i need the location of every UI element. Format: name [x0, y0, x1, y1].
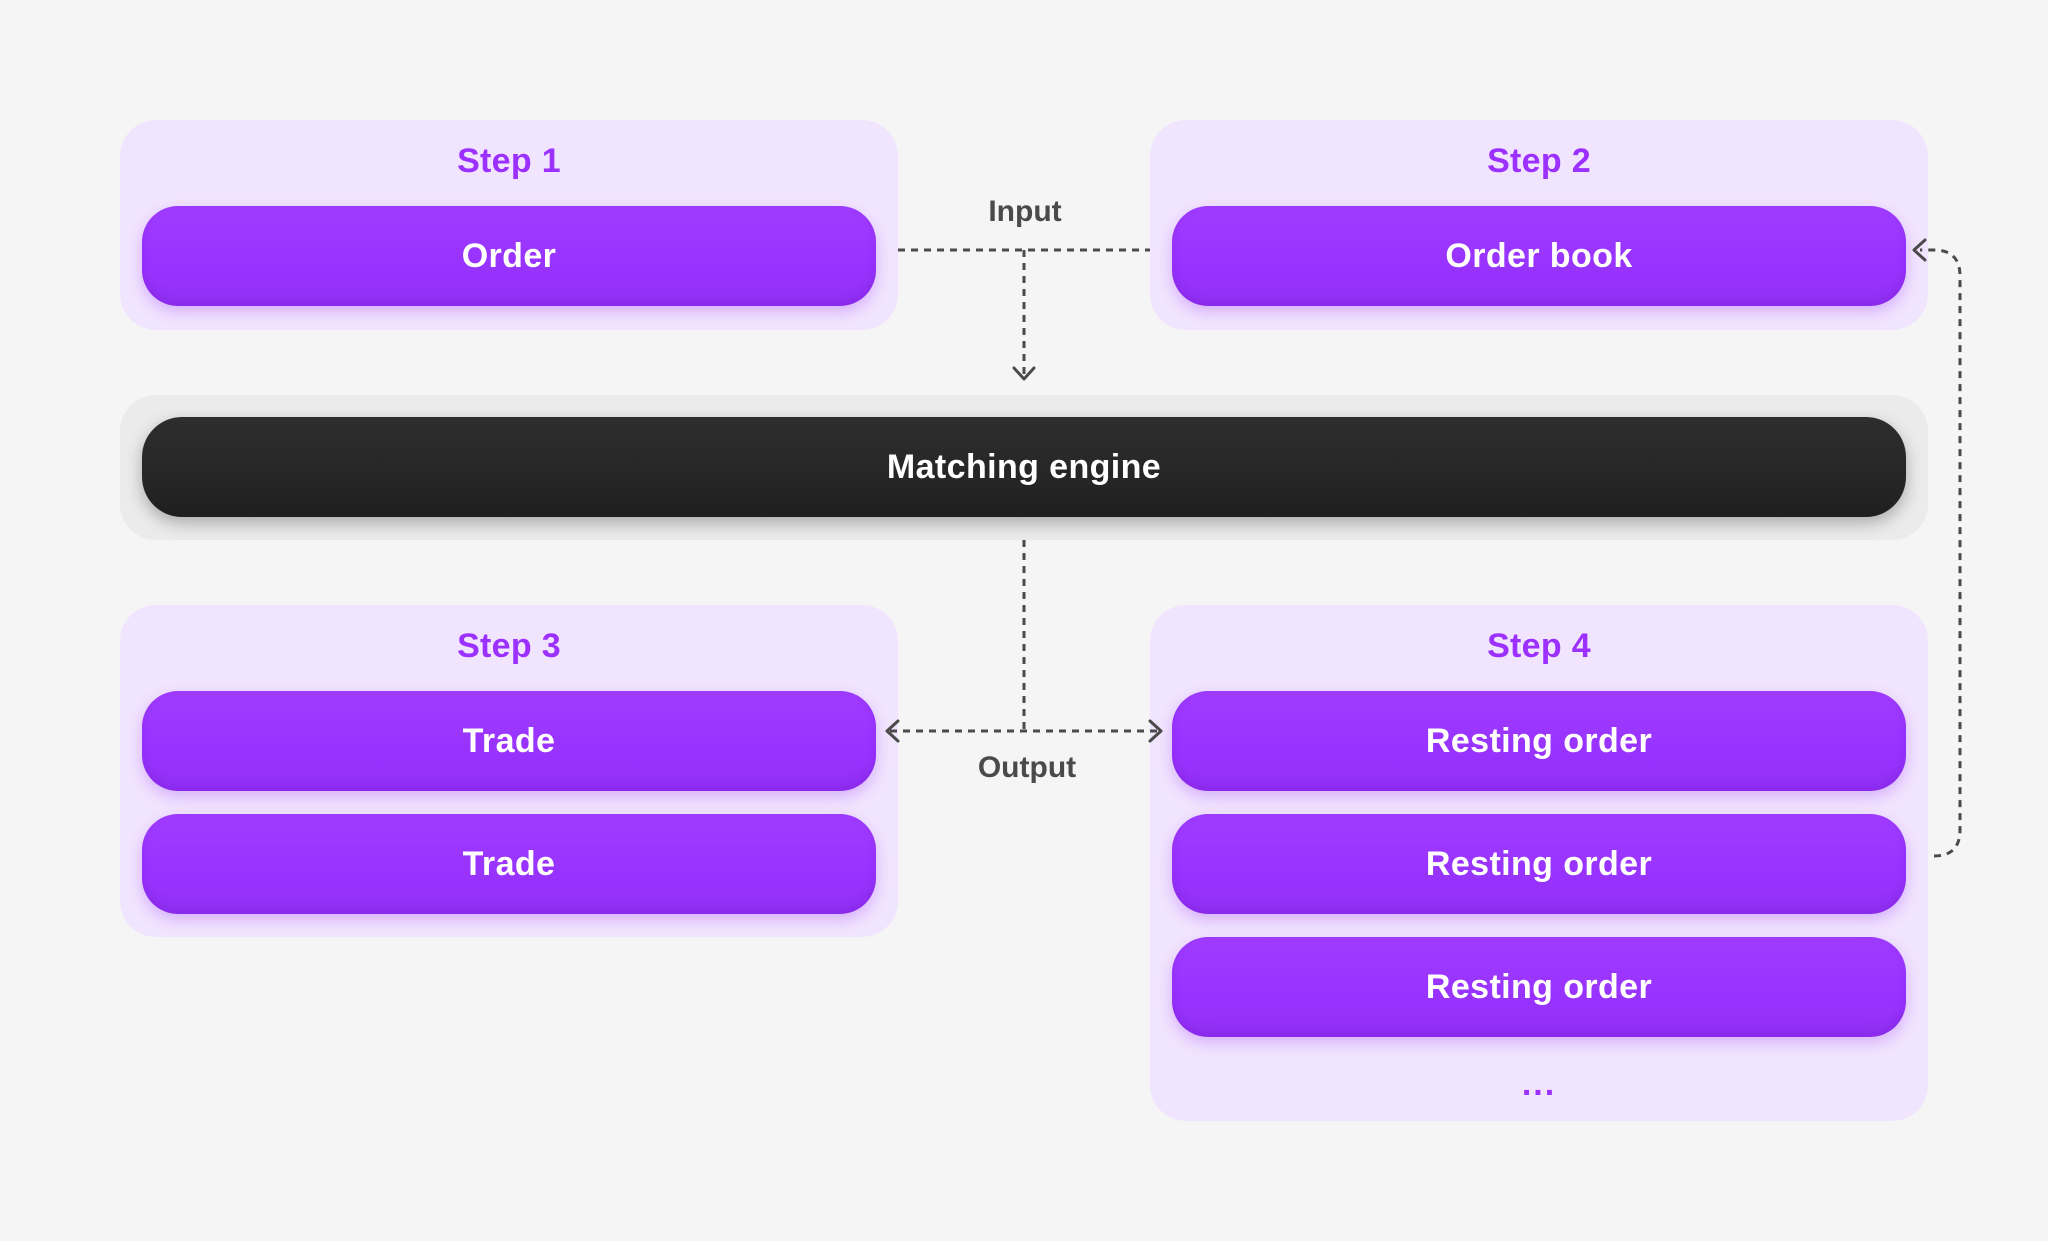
step-2-title: Step 2	[1487, 142, 1591, 180]
feedback-connector	[1920, 248, 1962, 858]
more-items-ellipsis: ...	[1521, 1065, 1557, 1103]
arrow-right-icon	[1148, 719, 1163, 743]
order-book-node: Order book	[1172, 206, 1906, 306]
arrow-left-icon	[885, 719, 900, 743]
output-label: Output	[977, 751, 1077, 784]
resting-order-node: Resting order	[1172, 937, 1906, 1037]
input-label: Input	[988, 195, 1062, 228]
resting-order-node: Resting order	[1172, 814, 1906, 914]
step-2-group: Step 2 Order book	[1150, 120, 1928, 330]
order-node: Order	[142, 206, 876, 306]
matching-engine-node: Matching engine	[142, 417, 1906, 517]
step-3-title: Step 3	[457, 627, 561, 665]
arrow-down-icon	[1012, 366, 1036, 381]
step-4-group: Step 4 Resting order Resting order Resti…	[1150, 605, 1928, 1121]
arrow-left-icon	[1912, 238, 1927, 262]
step-1-group: Step 1 Order	[120, 120, 898, 330]
step-4-title: Step 4	[1487, 627, 1591, 665]
trade-node: Trade	[142, 691, 876, 791]
step-3-group: Step 3 Trade Trade	[120, 605, 898, 937]
step-1-title: Step 1	[457, 142, 561, 180]
resting-order-node: Resting order	[1172, 691, 1906, 791]
trade-node: Trade	[142, 814, 876, 914]
matching-engine-group: Matching engine	[120, 395, 1928, 540]
